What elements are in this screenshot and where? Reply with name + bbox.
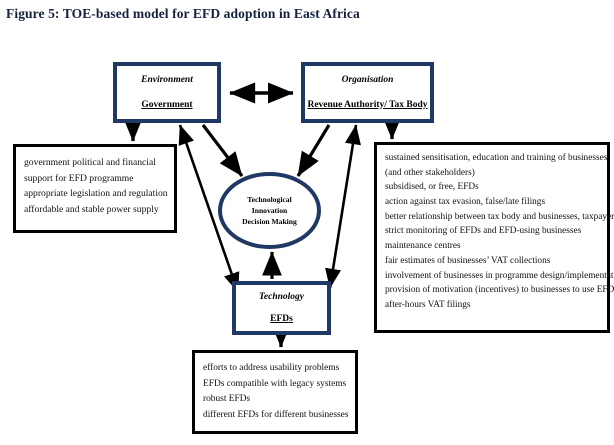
node-technology-category: Technology [258, 292, 305, 303]
node-organisation[interactable]: Organisation Revenue Authority/ Tax Body [301, 62, 434, 123]
detail-item: fair estimates of businesses’ VAT collec… [385, 255, 551, 266]
detail-item: strict monitoring of EFDs and EFD-using … [385, 226, 582, 237]
detail-item: involvement of businesses in programme d… [385, 270, 614, 281]
detail-item: maintenance centres [385, 241, 461, 252]
detail-item: robust EFDs [203, 394, 251, 405]
detail-item: appropriate legislation and regulation [24, 188, 168, 200]
detail-item: sustained sensitisation, education and t… [385, 153, 608, 163]
detail-item: better relationship between tax body and… [385, 211, 614, 222]
node-environment-category: Environment [141, 75, 193, 86]
node-organisation-category: Organisation [341, 75, 394, 86]
arrow-environment-to-core [201, 124, 244, 177]
detail-item: affordable and stable power supply [24, 203, 159, 215]
detail-box-environment: government political and financial suppo… [13, 144, 177, 233]
detail-item: provision of motivation (incentives) to … [385, 285, 614, 296]
detail-item: EFDs compatible with legacy systems [203, 378, 347, 389]
node-environment-actor: Government [141, 99, 193, 110]
core-line-1: Technological [247, 195, 292, 204]
detail-item: after-hours VAT filings [385, 299, 471, 310]
core-line-3: Decision Making [242, 217, 297, 226]
detail-box-technology: efforts to address usability problems EF… [192, 350, 358, 434]
core-line-2: Innovation [251, 206, 288, 215]
figure-title: Figure 5: TOE-based model for EFD adopti… [6, 6, 360, 21]
node-technology-actor: EFDs [270, 313, 293, 324]
detail-item: support for EFD programme [24, 172, 134, 184]
node-organisation-actor: Revenue Authority/ Tax Body [307, 99, 428, 110]
detail-box-organisation: sustained sensitisation, education and t… [374, 142, 614, 333]
detail-item: different EFDs for different businesses [203, 409, 349, 420]
node-technology[interactable]: Technology EFDs [232, 281, 331, 335]
detail-item: government political and financial [24, 157, 156, 168]
core-decision-ellipse[interactable]: Technological Innovation Decision Making [218, 172, 321, 249]
detail-item: action against tax evasion, false/late f… [385, 197, 546, 208]
detail-item: efforts to address usability problems [203, 363, 340, 373]
arrow-organisation-to-core [296, 124, 331, 177]
arrow-organisation-technology [325, 124, 361, 289]
node-environment[interactable]: Environment Government [113, 62, 221, 123]
detail-item: (and other stakeholders) [385, 167, 475, 178]
detail-item: subsidised, or free, EFDs [385, 182, 479, 193]
